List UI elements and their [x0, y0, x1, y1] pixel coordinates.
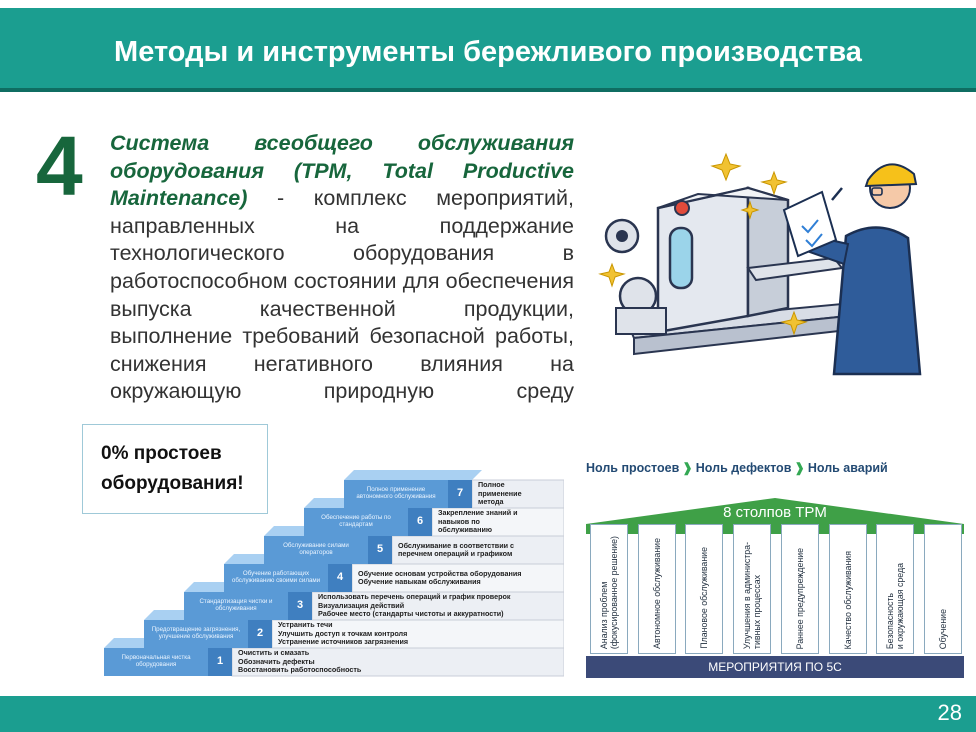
step-description: Очистить и смазать	[238, 648, 310, 658]
step-number: 2	[257, 627, 264, 639]
step-description-band	[471, 479, 564, 509]
step-number: 6	[417, 515, 424, 527]
zero-downtime-line1: 0% простоев	[101, 443, 222, 464]
step-number: 1	[217, 655, 224, 667]
pillars: Анализ проблем (фокусированное решение) А…	[590, 524, 962, 654]
step-description: Обслуживание в соответствии с	[398, 540, 515, 550]
step-description-band	[271, 619, 564, 649]
tpm-description: Система всеобщего обслуживания оборудова…	[110, 130, 574, 406]
step-description-band	[391, 535, 564, 565]
step-description: Закрепление знаний и	[438, 508, 518, 518]
step-number: 4	[337, 571, 344, 583]
step-description: Устранение источников загрязнения	[278, 637, 409, 647]
step-label: Обслуживание силами операторов	[283, 542, 349, 556]
step-description: применение	[478, 488, 522, 498]
pillar-8: Обучение	[924, 524, 962, 654]
pillar-2: Автономное обслуживание	[637, 524, 676, 654]
step-label: Стандартизация чистки и обслуживания	[199, 598, 273, 612]
step-description: перечнем операций и графиком	[398, 549, 513, 558]
zero-goals: Ноль простоев❱Ноль дефектов❱Ноль аварий	[586, 460, 966, 475]
pillar-5: Раннее предупреждение	[780, 524, 819, 654]
step-number-box	[408, 508, 432, 536]
step-description: Визуализация действий	[318, 600, 405, 610]
step-number-box	[288, 592, 312, 620]
step-description: Улучшить доступ к точкам контроля	[278, 628, 408, 638]
step-number: 7	[457, 487, 464, 499]
section-number: 4	[36, 119, 83, 213]
page-number: 28	[937, 700, 962, 725]
step-label: Первоначальная чистка оборудования	[121, 654, 191, 668]
zero-goal-defects: Ноль дефектов	[695, 461, 792, 475]
step-number-box	[248, 620, 272, 648]
step-description: Обозначить дефекты	[238, 656, 315, 666]
roof-label: 8 столпов TPM	[723, 504, 827, 521]
step-description: метода	[478, 497, 504, 507]
step-description: Полное	[478, 480, 505, 490]
sparkle-icon	[598, 152, 808, 336]
stairs-graphic	[104, 470, 564, 677]
zero-goal-accidents: Ноль аварий	[807, 461, 888, 475]
step-number-box	[368, 536, 392, 564]
step-label: Предотвращение загрязнения, улучшение об…	[151, 626, 241, 640]
pillar-6: Качество обслуживания	[828, 524, 867, 654]
tpm-body: - комплекс мероприятий, направленных на …	[110, 186, 574, 404]
step-number-box	[208, 648, 232, 676]
step-top	[344, 470, 482, 480]
autonomous-maintenance-stairs: Первоначальная чистка оборудования 1 Очист…	[104, 462, 564, 684]
step-description-band	[231, 647, 564, 677]
step-number: 5	[377, 543, 384, 555]
step-number: 3	[297, 599, 304, 611]
step-label: Обучение работающих обслуживанию своими …	[231, 570, 321, 584]
pillar-1: Анализ проблем (фокусированное решение)	[590, 524, 628, 654]
pillar-label: Обучение	[938, 608, 948, 649]
footer: 28	[0, 696, 976, 732]
pillar-label: Автономное обслуживание	[651, 538, 662, 649]
pillar-label: Качество обслуживания	[842, 550, 853, 649]
temple-base: МЕРОПРИЯТИЯ ПО 5С	[586, 656, 964, 678]
pillar-label: Раннее предупреждение	[794, 547, 805, 649]
step-description: обслуживанию	[438, 525, 493, 535]
header-band	[0, 8, 976, 92]
zero-downtime-line2: оборудования!	[101, 473, 244, 494]
machine-illustration	[598, 152, 922, 376]
pillar-7: Безопасность и окружающая среда	[876, 524, 915, 654]
step-description: навыков по	[438, 516, 480, 526]
temple-roof	[586, 498, 964, 534]
separator-arrow-icon: ❱	[794, 461, 805, 475]
step-label: Полное применение автономного обслуживан…	[356, 486, 436, 500]
pillar-label: Улучшения в администра- тивных процессах	[742, 541, 763, 649]
pillar-label: Анализ проблем (фокусированное решение)	[599, 535, 619, 649]
tpm-temple: Ноль простоев❱Ноль дефектов❱Ноль аварий …	[586, 452, 966, 686]
pillar-label: Плановое обслуживание	[699, 547, 710, 649]
header: Методы и инструменты бережливого произво…	[0, 0, 976, 92]
step-number-box	[448, 480, 472, 508]
pillar-3: Плановое обслуживание	[685, 524, 724, 654]
pillar-label: Безопасность и окружающая среда	[885, 562, 906, 649]
zero-downtime-box: 0% простоев оборудования!	[82, 424, 268, 514]
step-description: Восстановить работоспособность	[238, 665, 362, 675]
page-title: Методы и инструменты бережливого произво…	[114, 36, 862, 68]
step-description: Устранить течи	[278, 620, 333, 630]
separator-arrow-icon: ❱	[682, 461, 693, 475]
tpm-highlight: Система всеобщего обслуживания оборудова…	[110, 131, 574, 211]
zero-goal-downtime: Ноль простоев	[586, 461, 680, 475]
step-description: Использовать перечень операций и график …	[318, 592, 511, 602]
pillar-4: Улучшения в администра- тивных процессах	[733, 524, 772, 654]
step-label: Обеспечение работы по стандартам	[321, 514, 391, 528]
step-description: Обучение навыкам обслуживания	[358, 577, 481, 586]
engineer-illustration	[782, 163, 922, 376]
step-description-band	[311, 591, 564, 621]
step-description: Обучение основам устройства оборудования	[358, 568, 522, 578]
step-description-band	[351, 563, 564, 593]
step-number-box	[328, 564, 352, 592]
step-description: Рабочее место (стандарты чистоты и аккур…	[318, 609, 504, 619]
step-description-band	[431, 507, 564, 537]
